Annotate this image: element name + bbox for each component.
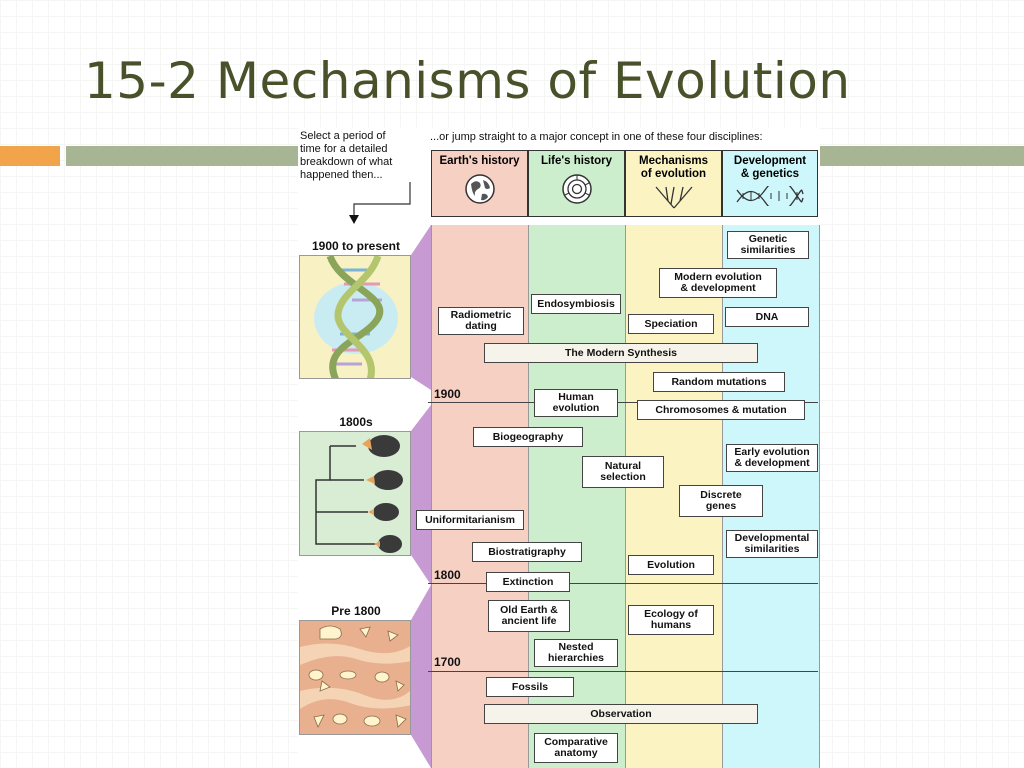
- concept-fossils[interactable]: Fossils: [486, 677, 574, 697]
- column-header-earths-history[interactable]: Earth's history: [431, 150, 528, 217]
- concept-discrete-genes[interactable]: Discrete genes: [679, 485, 763, 517]
- column-label: Mechanisms of evolution: [638, 155, 709, 180]
- concept-comparative-anatomy[interactable]: Comparative anatomy: [534, 733, 618, 763]
- era-label-1800s: 1800s: [339, 415, 373, 429]
- concept-evolution[interactable]: Evolution: [628, 555, 714, 575]
- era-label-1900-present: 1900 to present: [311, 239, 401, 253]
- column-label: Life's history: [540, 155, 613, 167]
- concept-radiometric-dating[interactable]: Radiometric dating: [438, 307, 524, 335]
- year-divider-1700: [428, 671, 818, 672]
- year-label-1900: 1900: [434, 387, 461, 401]
- intro-select-period: Select a period of time for a detailed b…: [300, 130, 393, 181]
- year-label-1700: 1700: [434, 655, 461, 669]
- concept-extinction[interactable]: Extinction: [486, 572, 570, 592]
- concept-biostratigraphy[interactable]: Biostratigraphy: [472, 542, 582, 562]
- era-panel-pre-1800[interactable]: [299, 620, 411, 735]
- column-header-mechanisms-of-evolution[interactable]: Mechanisms of evolution: [625, 150, 722, 217]
- dna-helix-icon: [736, 186, 804, 206]
- ammonite-shell-icon: [561, 174, 592, 204]
- concept-early-evolution-development[interactable]: Early evolution & development: [726, 444, 818, 472]
- concept-endosymbiosis[interactable]: Endosymbiosis: [531, 294, 621, 314]
- branching-tree-icon: [655, 186, 692, 209]
- concept-genetic-similarities[interactable]: Genetic similarities: [727, 231, 809, 259]
- column-header-lifes-history[interactable]: Life's history: [528, 150, 625, 217]
- concept-human-evolution[interactable]: Human evolution: [534, 389, 618, 417]
- concept-biogeography[interactable]: Biogeography: [473, 427, 583, 447]
- fossil-strata-image: [300, 621, 410, 734]
- concept-uniformitarianism[interactable]: Uniformitarianism: [416, 510, 524, 530]
- era-wedges: [411, 225, 431, 768]
- concept-old-earth-ancient-life[interactable]: Old Earth & ancient life: [488, 600, 570, 632]
- globe-icon: [464, 174, 495, 204]
- year-divider-1800: [428, 583, 818, 584]
- down-arrow-icon: [349, 182, 411, 224]
- concept-speciation[interactable]: Speciation: [628, 314, 714, 334]
- accent-bar-green-right: [820, 146, 1024, 166]
- finch-phylogeny-image: [315, 435, 403, 553]
- intro-jump-concept: ...or jump straight to a major concept i…: [430, 131, 763, 143]
- era-panel-1800s[interactable]: [299, 431, 411, 556]
- concept-nested-hierarchies[interactable]: Nested hierarchies: [534, 639, 618, 667]
- year-label-1800: 1800: [434, 568, 461, 582]
- concept-modern-evolution-development[interactable]: Modern evolution & development: [659, 268, 777, 298]
- concept-modern-synthesis[interactable]: The Modern Synthesis: [484, 343, 758, 363]
- evolution-timeline-diagram: Select a period of time for a detailed b…: [298, 128, 820, 768]
- accent-bar-orange: [0, 146, 60, 166]
- concept-developmental-similarities[interactable]: Developmental similarities: [726, 530, 818, 558]
- concept-chromosomes-mutation[interactable]: Chromosomes & mutation: [637, 400, 805, 420]
- dna-double-helix-image: [314, 256, 398, 378]
- concept-ecology-of-humans[interactable]: Ecology of humans: [628, 605, 714, 635]
- era-label-pre-1800: Pre 1800: [331, 604, 381, 618]
- concept-dna[interactable]: DNA: [725, 307, 809, 327]
- column-header-development-genetics[interactable]: Development & genetics: [722, 150, 818, 217]
- concept-natural-selection[interactable]: Natural selection: [582, 456, 664, 488]
- era-panel-1900-present[interactable]: [299, 255, 411, 379]
- slide-title: 15-2 Mechanisms of Evolution: [84, 52, 851, 110]
- concept-random-mutations[interactable]: Random mutations: [653, 372, 785, 392]
- year-divider-1900: [428, 402, 818, 403]
- column-label: Earth's history: [439, 155, 520, 167]
- concept-observation[interactable]: Observation: [484, 704, 758, 724]
- accent-bar-green-left: [66, 146, 300, 166]
- column-label: Development & genetics: [733, 155, 807, 180]
